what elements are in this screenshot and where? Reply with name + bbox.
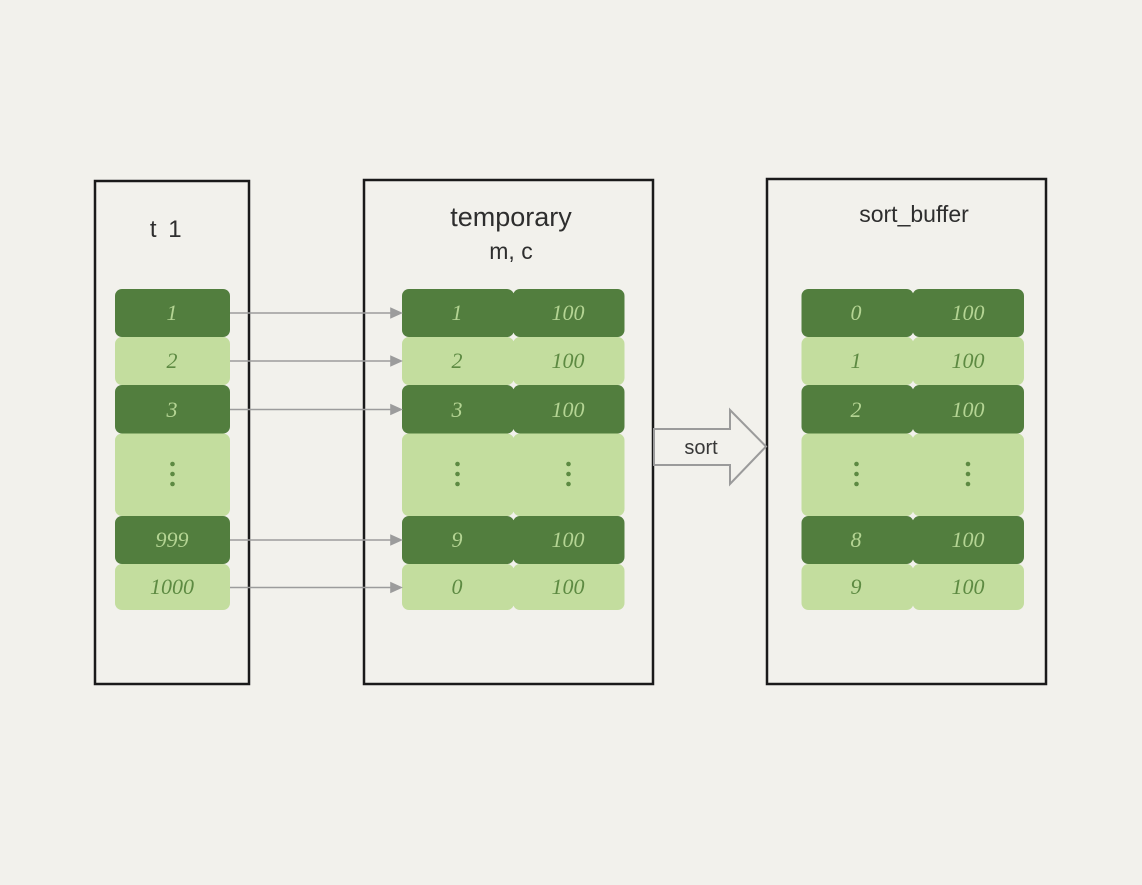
svg-text:1: 1	[851, 348, 862, 373]
svg-text:100: 100	[552, 348, 585, 373]
svg-text:1: 1	[167, 300, 178, 325]
svg-text:sort: sort	[684, 437, 718, 459]
svg-text:100: 100	[952, 527, 985, 552]
svg-text:0: 0	[851, 300, 862, 325]
svg-text:2: 2	[452, 348, 463, 373]
svg-text:3: 3	[166, 397, 178, 422]
svg-text:100: 100	[552, 397, 585, 422]
svg-text:temporary: temporary	[450, 202, 572, 232]
svg-text:1: 1	[452, 300, 463, 325]
svg-text:sort_buffer: sort_buffer	[859, 201, 969, 227]
svg-text:100: 100	[552, 527, 585, 552]
svg-text:100: 100	[552, 300, 585, 325]
svg-text:2: 2	[851, 397, 862, 422]
svg-text:8: 8	[851, 527, 862, 552]
svg-text:2: 2	[167, 348, 178, 373]
svg-text:100: 100	[952, 300, 985, 325]
svg-text:100: 100	[952, 574, 985, 599]
svg-text:t 1: t 1	[150, 216, 184, 243]
svg-text:m, c: m, c	[489, 238, 532, 264]
svg-text:1000: 1000	[150, 574, 194, 599]
svg-text:0: 0	[452, 574, 463, 599]
svg-text:100: 100	[952, 397, 985, 422]
svg-text:3: 3	[451, 397, 463, 422]
svg-text:9: 9	[851, 574, 862, 599]
svg-text:999: 999	[156, 527, 189, 552]
svg-text:100: 100	[552, 574, 585, 599]
svg-text:100: 100	[952, 348, 985, 373]
svg-text:9: 9	[452, 527, 463, 552]
